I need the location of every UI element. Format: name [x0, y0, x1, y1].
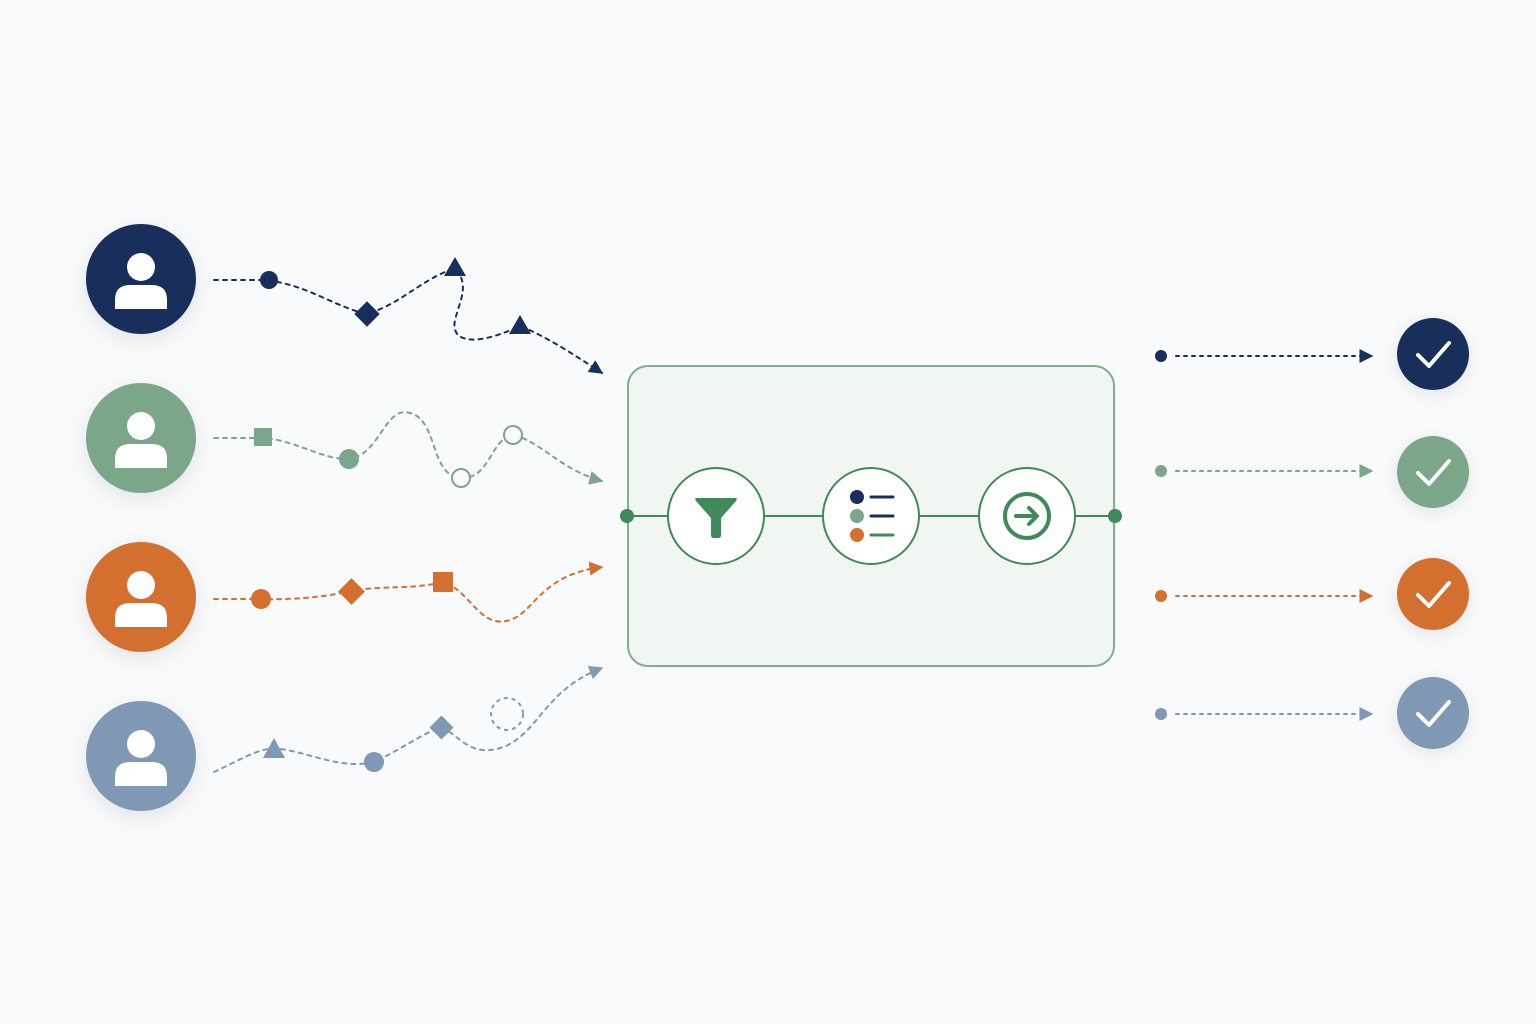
list-icon	[850, 490, 895, 542]
check-icon	[1416, 459, 1451, 486]
output-check-navy	[1397, 318, 1469, 390]
output-arrow-orange	[1155, 589, 1374, 603]
output-arrow-navy	[1155, 349, 1374, 363]
step-output	[978, 467, 1076, 565]
input-path-navy	[213, 257, 604, 374]
source-avatar-navy	[86, 224, 196, 334]
input-path-slate	[213, 666, 604, 773]
marker-circle	[251, 589, 271, 609]
marker-square	[254, 428, 272, 446]
check-icon	[1416, 341, 1451, 368]
marker-diamond	[338, 578, 365, 605]
person-icon	[115, 253, 167, 309]
input-path-orange	[213, 561, 604, 623]
source-avatar-orange	[86, 542, 196, 652]
marker-triangle	[444, 257, 466, 276]
marker-triangle	[263, 738, 285, 758]
marker-circle	[339, 449, 359, 469]
source-avatar-sage	[86, 383, 196, 493]
marker-hollow-circle	[490, 697, 524, 731]
marker-hollow-circle	[451, 468, 471, 488]
process-panel	[620, 365, 1122, 667]
input-path-sage	[213, 411, 604, 488]
check-icon	[1416, 700, 1451, 727]
step-filter	[667, 467, 765, 565]
output-arrow-slate	[1155, 707, 1374, 721]
person-icon	[115, 571, 167, 627]
marker-triangle	[509, 315, 531, 334]
output-check-orange	[1397, 558, 1469, 630]
marker-circle	[260, 271, 278, 289]
person-icon	[115, 730, 167, 786]
marker-hollow-circle	[503, 425, 523, 445]
funnel-icon	[695, 498, 737, 538]
output-arrow-sage	[1155, 464, 1374, 478]
pipeline-node-start	[620, 509, 634, 523]
marker-circle	[364, 752, 384, 772]
check-icon	[1416, 581, 1451, 608]
person-icon	[115, 412, 167, 468]
marker-diamond	[354, 301, 380, 327]
output-check-slate	[1397, 677, 1469, 749]
marker-diamond	[429, 715, 454, 740]
step-sort	[822, 467, 920, 565]
output-check-sage	[1397, 436, 1469, 508]
source-avatar-slate	[86, 701, 196, 811]
marker-square	[433, 572, 453, 592]
arrow-right-circle-icon	[1003, 492, 1051, 540]
pipeline-node-end	[1108, 509, 1122, 523]
